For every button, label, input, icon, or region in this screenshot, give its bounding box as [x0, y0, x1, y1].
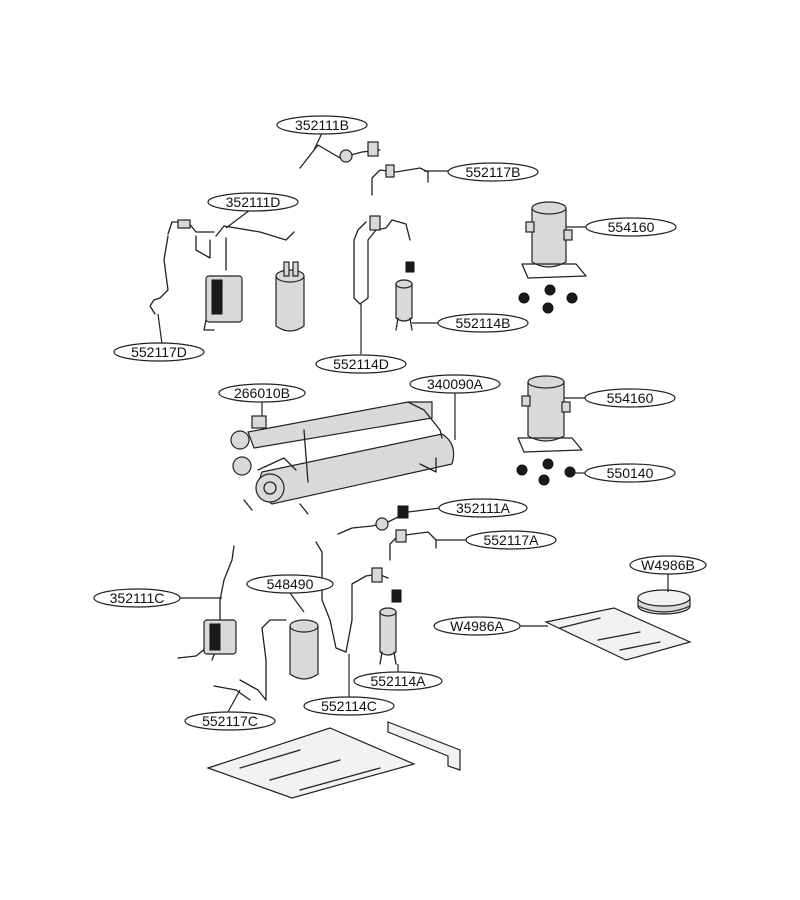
- callout-label: 552114D: [333, 356, 389, 372]
- callout-label: 552117B: [465, 164, 520, 180]
- part-552117d-pipe: [149, 219, 215, 315]
- part-552114a-receiver: [379, 589, 402, 665]
- callout-label: 552117D: [131, 344, 187, 360]
- part-548490-receiver-tank: [289, 619, 319, 680]
- callout-label: 552114B: [455, 315, 510, 331]
- part-352111d-pipe: [215, 225, 295, 271]
- callout-552114d: 552114D: [315, 354, 407, 374]
- callout-label: 352111A: [456, 500, 511, 516]
- callout-552114b: 552114B: [437, 313, 529, 333]
- callout-552117a: 552117A: [465, 530, 557, 550]
- callout-w4986a: W4986A: [433, 616, 521, 636]
- callout-266010b: 266010B: [218, 383, 306, 403]
- part-valve-block-lower: [203, 619, 237, 655]
- callout-label: 552117A: [483, 532, 539, 548]
- callout-550140: 550140: [584, 463, 676, 483]
- callout-552117d: 552117D: [113, 342, 205, 362]
- part-552114b-receiver: [395, 261, 415, 331]
- callout-w4986b: W4986B: [629, 555, 707, 575]
- part-valve-block-upper: [203, 275, 243, 331]
- callout-label: 552114A: [370, 673, 426, 689]
- callout-352111d: 352111D: [207, 192, 299, 212]
- callout-352111a: 352111A: [438, 498, 528, 518]
- callout-352111c: 352111C: [93, 588, 181, 608]
- part-w4986b-cap: [637, 589, 691, 615]
- part-340090a-heat-exchanger: [230, 401, 455, 515]
- callout-label: 352111C: [110, 590, 165, 606]
- callout-label: W4986B: [641, 557, 695, 573]
- part-receiver-tank-upper: [275, 261, 305, 332]
- callout-352111b: 352111B: [276, 115, 368, 135]
- part-bracket: [387, 721, 461, 771]
- part-w4986a-plate: [544, 607, 692, 661]
- callout-548490: 548490: [246, 574, 334, 594]
- part-266010b-fitting: [251, 415, 267, 429]
- callout-label: 352111B: [295, 117, 349, 133]
- callout-552114c: 552114C: [303, 696, 395, 716]
- part-552117b-pipe: [371, 164, 429, 196]
- part-352111b-valve: [299, 141, 381, 169]
- callout-552117b: 552117B: [447, 162, 539, 182]
- callout-label: 340090A: [427, 376, 484, 392]
- part-552114d-pipe: [353, 215, 411, 305]
- callout-label: 352111D: [226, 194, 281, 210]
- callout-label: W4986A: [450, 618, 504, 634]
- callout-552114a: 552114A: [353, 671, 443, 691]
- callout-label: 550140: [607, 465, 654, 481]
- callout-554160-upper: 554160: [585, 217, 677, 237]
- callout-340090a: 340090A: [409, 374, 501, 394]
- callout-552117c: 552117C: [184, 711, 276, 731]
- leader-lines: [157, 132, 669, 713]
- part-552117a-pipe: [389, 529, 437, 561]
- part-554160-compressor-upper: [518, 201, 587, 314]
- callout-label: 266010B: [234, 385, 290, 401]
- callout-554160-lower: 554160: [584, 388, 676, 408]
- part-550140-rubber-feet: [516, 458, 576, 486]
- callout-label: 552114C: [321, 698, 377, 714]
- callout-label: 548490: [267, 576, 314, 592]
- callout-label: 552117C: [202, 713, 258, 729]
- part-554160-compressor-lower: [517, 375, 583, 453]
- part-552114c-pipe: [315, 541, 389, 653]
- part-552117c-pipe: [213, 619, 287, 701]
- callout-label: 554160: [607, 390, 654, 406]
- part-base-plate: [206, 727, 416, 799]
- callout-label: 554160: [608, 219, 655, 235]
- part-352111a-valve: [337, 505, 409, 535]
